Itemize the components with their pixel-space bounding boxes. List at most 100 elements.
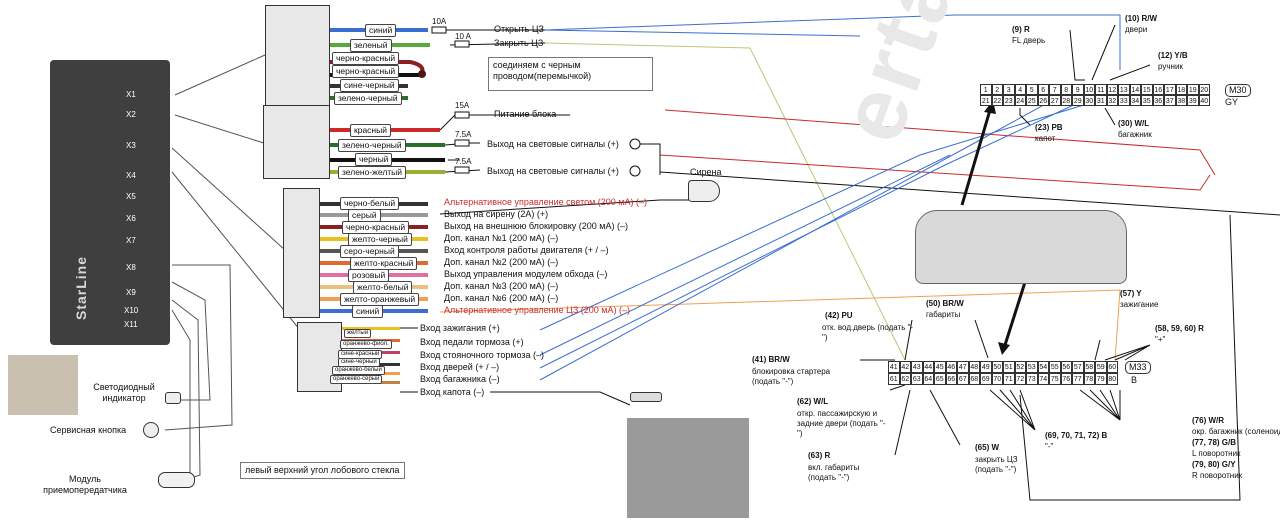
connector-block-3	[283, 188, 320, 318]
m30-pin: 27	[1049, 95, 1061, 106]
m30-pin: 35	[1141, 95, 1153, 106]
instrument-cluster	[915, 210, 1127, 284]
g1-wire-6: зелено-черный	[334, 92, 402, 105]
m33-pin: 80	[1106, 373, 1118, 385]
m30-pin: 28	[1060, 95, 1072, 106]
hood-photo	[627, 418, 749, 518]
m33-pin: 68	[968, 373, 980, 385]
m33-pin63: (63) R	[808, 451, 831, 460]
m30-pin: 20	[1198, 84, 1210, 95]
m30-pin: 25	[1026, 95, 1038, 106]
transceiver-label: Модуль приемопередатчика	[43, 474, 127, 495]
m33-pin50: (50) BR/W	[926, 299, 964, 308]
m33-pin: 59	[1095, 361, 1107, 373]
connector-x10: X10	[124, 306, 139, 315]
m33-pin: 62	[899, 373, 911, 385]
g1-wire-4: черно-красный	[332, 65, 400, 78]
connector-x4: X4	[126, 171, 136, 180]
m30-pin: 10	[1083, 84, 1095, 95]
m33-pin62: (62) W/L	[797, 397, 829, 406]
m33-pin: 67	[957, 373, 969, 385]
g3-output-6: Доп. канал №2 (200 мА) (–)	[444, 257, 559, 267]
g4-input-4: Вход дверей (+ / –)	[420, 362, 500, 372]
g4-wire-1: желтый	[344, 329, 372, 338]
m30-pin9-desc: FL дверь	[1012, 36, 1046, 45]
g2-wire-2: зелено-черный	[338, 139, 406, 152]
m33-pin58: (58, 59, 60) R	[1155, 324, 1204, 333]
m33-pin: 65	[934, 373, 946, 385]
fuse-7-5a-2: 7.5A	[455, 157, 472, 166]
m33-pin63-desc: вкл. габариты (подать "-")	[808, 463, 860, 482]
m30-pin: 30	[1083, 95, 1095, 106]
m33-pin: 51	[1003, 361, 1015, 373]
connector-block-1	[265, 5, 330, 107]
m33-pin: 56	[1060, 361, 1072, 373]
m33-pin: 66	[945, 373, 957, 385]
m30-pin: 6	[1037, 84, 1049, 95]
m30-pin: 24	[1014, 95, 1026, 106]
m30-pin: 34	[1129, 95, 1141, 106]
m33-pin79-desc: R поворотник	[1192, 471, 1243, 480]
m33-pin: 53	[1026, 361, 1038, 373]
m33-pin: 55	[1049, 361, 1061, 373]
g3-output-1: Альтернативное управление светом (200 мА…	[444, 197, 647, 207]
g3-output-7: Выход управления модулем обхода (–)	[444, 269, 608, 279]
m30-pin: 8	[1060, 84, 1072, 95]
m33-pin: 47	[957, 361, 969, 373]
g4-wire-5: оранжево-белый	[332, 366, 385, 375]
m33-pin50-desc: габариты	[926, 310, 961, 319]
m33-pin: 63	[911, 373, 923, 385]
g1-wire-5: сине-черный	[340, 79, 399, 92]
siren-label: Сирена	[690, 167, 722, 177]
m33-pin: 52	[1014, 361, 1026, 373]
connector-x2: X2	[126, 110, 136, 119]
m30-pin23: (23) PB	[1035, 123, 1063, 132]
fuse-10a-close: 10 A	[455, 32, 472, 41]
g2-wire-1: красный	[350, 124, 391, 137]
service-button-icon	[143, 422, 159, 438]
siren-icon	[688, 180, 720, 202]
g1-wire-3: черно-красный	[332, 52, 400, 65]
m33-pin: 74	[1037, 373, 1049, 385]
connector-block-2	[263, 105, 330, 179]
m33-pin41-desc: блокировка стартера (подать "-")	[752, 367, 831, 386]
m33-pin69-desc: "-"	[1045, 442, 1054, 451]
m33-pin: 44	[922, 361, 934, 373]
m33-pin: 78	[1083, 373, 1095, 385]
m30-pin: 23	[1003, 95, 1015, 106]
m33-pin: 48	[968, 361, 980, 373]
m30-pin: 12	[1106, 84, 1118, 95]
m30-pin30: (30) W/L	[1118, 119, 1150, 128]
m30-pin: 37	[1164, 95, 1176, 106]
connector-x8: X8	[126, 263, 136, 272]
connector-x9: X9	[126, 288, 136, 297]
led-label: Светодиодный индикатор	[93, 382, 155, 403]
m33-pin: 70	[991, 373, 1003, 385]
m30-pin: 2	[991, 84, 1003, 95]
m33-pin65-desc: закрыть ЦЗ (подать "-")	[975, 455, 1018, 474]
m33-pin79: (79, 80) G/Y	[1192, 460, 1236, 469]
m30-code: GY	[1225, 97, 1239, 107]
output-open-cz: Открыть ЦЗ	[494, 24, 544, 34]
connector-x1: X1	[126, 90, 136, 99]
connector-x3: X3	[126, 141, 136, 150]
m33-pin: 60	[1106, 361, 1118, 373]
m33-pin65: (65) W	[975, 443, 999, 452]
g3-wire-10: синий	[352, 305, 384, 318]
m30-pin: 21	[980, 95, 992, 106]
jumper-note: соединяем с черным проводом(перемычкой)	[488, 57, 653, 91]
g4-wire-2: оранжево-фиол.	[340, 340, 392, 349]
m30-pin: 3	[1003, 84, 1015, 95]
m30-name: M30	[1225, 84, 1251, 97]
m30-pin: 11	[1095, 84, 1107, 95]
fuse-15a: 15A	[455, 101, 470, 110]
m33-pin: 71	[1003, 373, 1015, 385]
m33-pin: 57	[1072, 361, 1084, 373]
g3-output-5: Вход контроля работы двигателя (+ / –)	[444, 245, 609, 255]
m33-pin42-desc: отк. вод.дверь (подать "-")	[822, 323, 914, 342]
m30-pin9: (9) R	[1012, 25, 1030, 34]
g4-input-3: Вход стояночного тормоза (–)	[420, 350, 545, 360]
m30-pin: 32	[1106, 95, 1118, 106]
hood-switch-icon	[630, 392, 662, 402]
